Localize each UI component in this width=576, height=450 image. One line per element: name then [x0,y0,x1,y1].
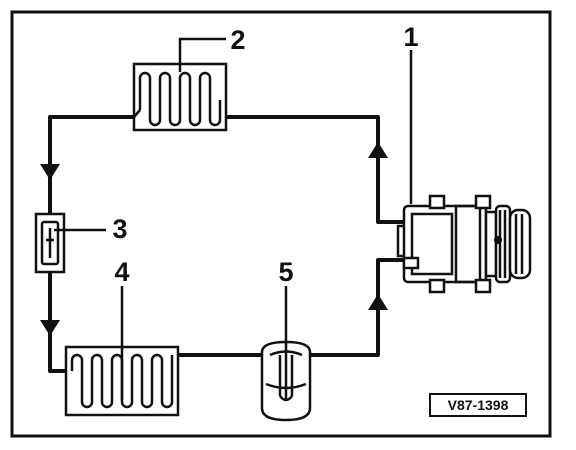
arrow-up-icon [368,142,388,158]
reference-code-box: V87-1398 [429,393,527,417]
leader-lines [54,37,413,400]
receiver-drier [34,212,66,274]
label-3: 3 [112,214,127,244]
label-5: 5 [278,257,293,287]
compressor [396,194,532,294]
reference-code: V87-1398 [448,397,509,413]
label-1: 1 [403,22,418,52]
arrow-down-icon [40,164,60,180]
label-4: 4 [114,257,129,287]
arrow-down-icon [40,320,60,336]
label-2: 2 [230,25,245,55]
arrow-up-icon [368,294,388,310]
flow-arrows [40,142,388,336]
condenser [132,62,228,132]
